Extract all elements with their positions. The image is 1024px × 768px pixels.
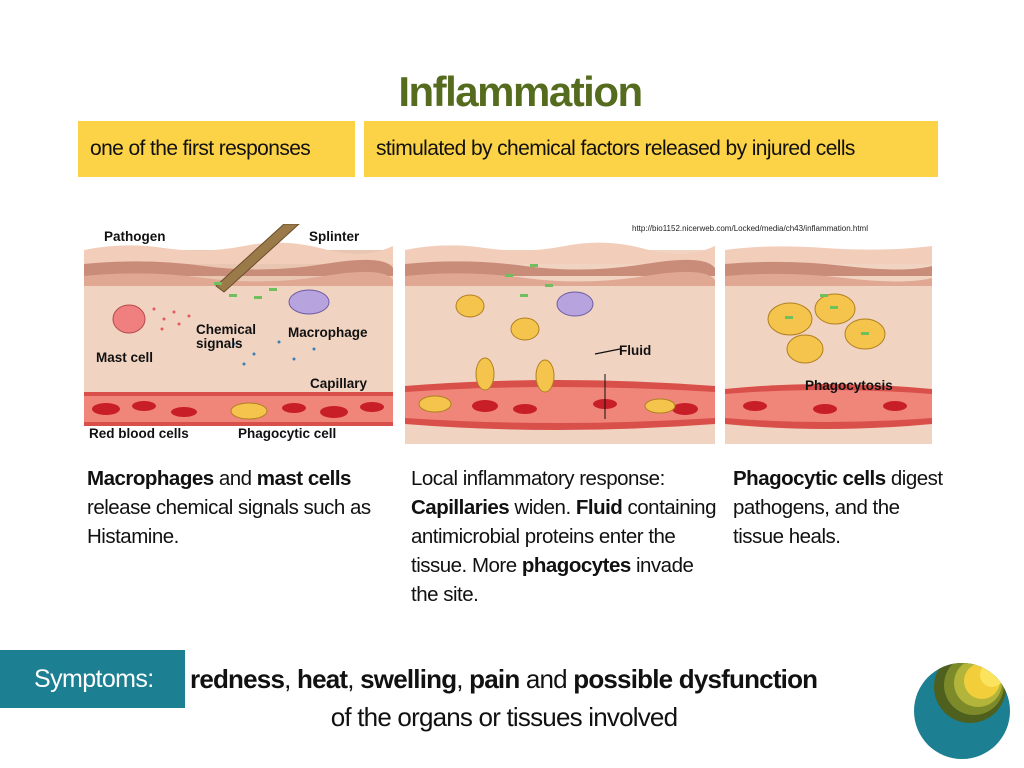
slide-title: Inflammation bbox=[398, 68, 643, 115]
description-step-2: Local inflammatory response: Capillaries… bbox=[411, 467, 717, 606]
description-step-3: Phagocytic cells digest pathogens, and t… bbox=[733, 467, 943, 548]
figure-panel-chemical-signals: Pathogen Splinter Chemical signals Macro… bbox=[84, 224, 393, 444]
label-signals: signals bbox=[196, 336, 243, 351]
symptoms-continuation: of the organs or tissues involved bbox=[330, 702, 678, 732]
tag-first-responses: one of the first responses bbox=[78, 121, 355, 177]
tag-chemical-factors: stimulated by chemical factors released … bbox=[364, 121, 938, 177]
label-splinter: Splinter bbox=[309, 229, 360, 244]
term-capillaries: Capillaries bbox=[411, 496, 510, 519]
description-step-1: Macrophages and mast cells release chemi… bbox=[87, 467, 371, 548]
label-chemical: Chemical bbox=[196, 322, 256, 337]
term-phagocytes: phagocytes bbox=[521, 554, 631, 577]
label-fluid: Fluid bbox=[619, 343, 651, 358]
figure-panel-fluid: Fluid bbox=[405, 224, 715, 444]
term-mast-cells: mast cells bbox=[256, 467, 352, 490]
label-phagocytic-cell: Phagocytic cell bbox=[238, 426, 336, 441]
symptoms-label: Symptoms: bbox=[0, 650, 185, 708]
logo-icon bbox=[914, 663, 1010, 759]
label-red-blood-cells: Red blood cells bbox=[89, 426, 189, 441]
term-phagocytic-cells: Phagocytic cells bbox=[733, 467, 886, 490]
figure-panel-phagocytosis: Phagocytosis bbox=[725, 224, 932, 444]
label-pathogen: Pathogen bbox=[104, 229, 166, 244]
label-mast-cell: Mast cell bbox=[96, 350, 153, 365]
label-macrophage: Macrophage bbox=[288, 325, 368, 340]
label-phagocytosis: Phagocytosis bbox=[805, 378, 893, 393]
term-fluid: Fluid bbox=[575, 496, 623, 519]
source-url: http://bio1152.nicerweb.com/Locked/media… bbox=[632, 224, 868, 233]
symptoms-list: redness, heat, swelling, pain and possib… bbox=[190, 664, 818, 694]
label-capillary: Capillary bbox=[310, 376, 368, 391]
term-macrophages: Macrophages bbox=[87, 467, 214, 490]
